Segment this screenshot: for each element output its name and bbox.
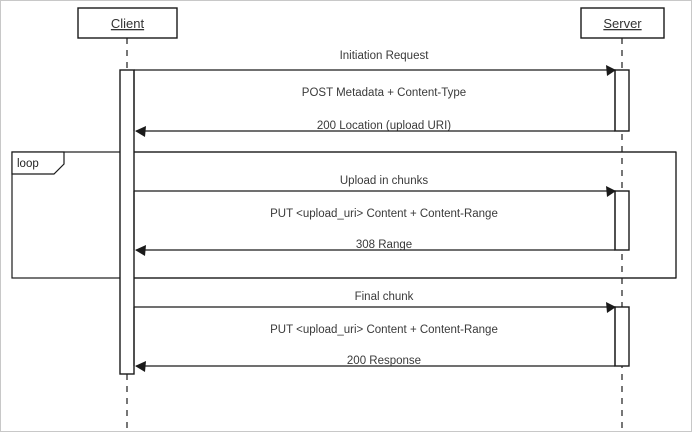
activation-bar-client (119, 69, 135, 375)
message-label-final-chunk: Final chunk (355, 291, 414, 303)
arrowhead-put-final-chunk (606, 302, 616, 313)
arrowhead-200-response (135, 361, 146, 372)
arrowhead-put-chunk (606, 186, 616, 197)
participant-label-server: Server (603, 16, 642, 31)
message-label-put-chunk: PUT <upload_uri> Content + Content-Range (270, 208, 498, 220)
arrowhead-308-range (135, 245, 146, 256)
loop-fragment-label: loop (17, 158, 39, 170)
message-label-200-location: 200 Location (upload URI) (317, 120, 451, 132)
participant-box-client[interactable] (77, 7, 178, 39)
participant-box-server[interactable] (580, 7, 665, 39)
arrowhead-post-metadata (606, 65, 616, 76)
activation-bar-server-chunk (614, 190, 630, 251)
message-label-200-response: 200 Response (347, 355, 421, 367)
message-label-initiation-request: Initiation Request (340, 50, 430, 62)
participant-label-client: Client (111, 16, 145, 31)
message-label-upload-in-chunks: Upload in chunks (340, 175, 428, 187)
activation-bar-server-initiation (614, 69, 630, 132)
message-label-put-final-chunk: PUT <upload_uri> Content + Content-Range (270, 324, 498, 336)
message-label-308-range: 308 Range (356, 239, 412, 251)
message-label-post-metadata: POST Metadata + Content-Type (302, 87, 466, 99)
loop-fragment-tab (11, 151, 65, 175)
activation-bar-server-final (614, 306, 630, 367)
arrowhead-200-location (135, 126, 146, 137)
